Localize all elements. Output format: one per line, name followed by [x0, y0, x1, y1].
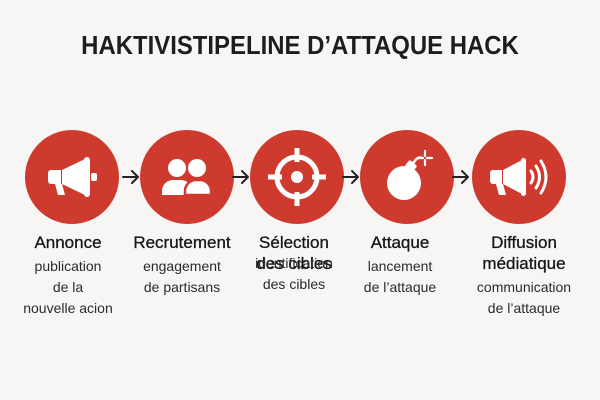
step-title: Annonce: [34, 233, 102, 252]
step-desc-line: de l’attaque: [487, 300, 561, 316]
step-desc-line: de l’attaque: [363, 279, 437, 295]
step-announce: Annonce publication de la nouvelle acion: [10, 232, 126, 319]
step-circle-target: [250, 130, 344, 224]
arrow-right-icon: [232, 170, 249, 184]
step-desc-line: nouvelle acion: [23, 300, 113, 316]
step-title: Diffusion médiatique: [458, 232, 590, 274]
step-media-broadcast: Diffusion médiatique communication de l’…: [458, 232, 590, 319]
step-target-selection: Sélection des cibles identification des …: [232, 232, 356, 295]
megaphone-icon: [48, 157, 97, 197]
users-icon: [162, 159, 213, 197]
bomb-icon: [387, 149, 434, 200]
step-desc-line: lancement: [367, 258, 433, 274]
step-description: publication de la nouvelle acion: [10, 256, 126, 319]
target-icon: [268, 148, 326, 206]
step-attack: Attaque lancement de l’attaque: [342, 232, 458, 298]
step-description: lancement de l’attaque: [342, 256, 458, 298]
step-circle-announce: [25, 130, 119, 224]
step-title-line: Diffusion: [491, 233, 557, 252]
step-desc-line: engagement: [143, 258, 221, 274]
page-title: HAKTIVISTIPELINE D’ATTAQUE HACK: [81, 30, 519, 60]
step-description: identification des cibles: [232, 253, 356, 295]
step-title-line: des cibles: [256, 254, 332, 273]
step-desc-line: de la: [52, 279, 84, 295]
step-desc-line: communication: [476, 279, 572, 295]
step-circle-attack: [360, 130, 454, 224]
step-description: communication de l’attaque: [458, 277, 590, 319]
step-desc-line: publication: [34, 258, 102, 274]
arrow-right-icon: [342, 170, 359, 184]
step-description: engagement de partisans: [122, 256, 242, 298]
arrow-right-icon: [452, 170, 469, 184]
step-title-line: médiatique: [482, 254, 566, 273]
arrow-right-icon: [122, 170, 139, 184]
step-desc-line: de partisans: [143, 279, 221, 295]
step-title-line: Sélection: [259, 233, 329, 252]
step-desc-line: des cibles: [262, 276, 326, 292]
megaphone-sound-icon: [490, 158, 548, 196]
attack-pipeline: [10, 130, 590, 224]
step-circle-broadcast: [472, 130, 566, 224]
step-title: Recrutement: [133, 233, 231, 252]
step-recruit: Recrutement engagement de partisans: [122, 232, 242, 298]
step-title: Sélection des cibles: [232, 232, 356, 274]
step-desc-line: identification: [255, 255, 333, 271]
step-title: Attaque: [370, 233, 430, 252]
step-circle-recruit: [140, 130, 234, 224]
